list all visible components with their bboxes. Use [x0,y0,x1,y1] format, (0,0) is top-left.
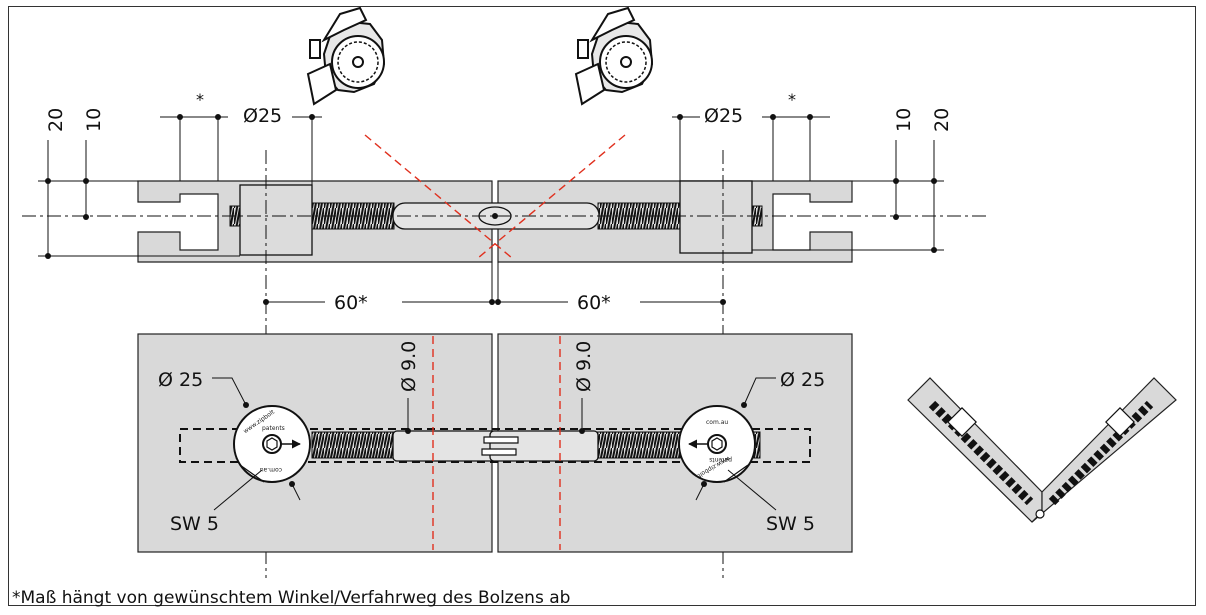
pin-dia-left: Ø 9.0 [398,341,420,392]
dim-20-left: 20 [45,108,67,132]
circular-saw-icon [306,6,386,106]
dim-10-left: 10 [83,108,105,132]
plan-view: www.zipbolt patents com.au com.au patent… [137,333,853,553]
barrel-nut-left [239,184,313,256]
dia-top-right: Ø25 [704,105,743,127]
dist-right: 60* [577,292,611,314]
bore-outline [179,428,811,463]
dia-top-left: Ø25 [243,105,282,127]
cut-line-right [477,134,626,259]
barrel-nut-disc-right: com.au patents www.zipbolt [678,405,756,483]
dist-left: 60* [334,292,368,314]
svg-text:com.au: com.au [260,466,282,473]
barrel-nut-disc-left: www.zipbolt patents com.au [233,405,311,483]
mitre-corner-detail [907,377,1177,523]
svg-text:patents: patents [709,456,732,463]
svg-text:com.au: com.au [706,419,728,426]
pin-right [489,430,599,462]
side-view: 20 10 10 20 * Ø25 Ø25 * [22,90,986,578]
pin-dia-right: Ø 9.0 [573,341,595,392]
pin-left [392,430,502,462]
star-right: * [788,90,796,109]
dim-20-right: 20 [931,108,953,132]
dim-10-right: 10 [893,108,915,132]
cut-line-left [364,134,513,259]
svg-text:patents: patents [262,425,285,432]
star-left: * [196,90,204,109]
sw-right: SW 5 [766,513,815,535]
barrel-nut-right [679,180,753,254]
sw-left: SW 5 [170,513,219,535]
dia-bot-left: Ø 25 [158,369,203,391]
circular-saw-icon [574,6,654,106]
dia-bot-right: Ø 25 [780,369,825,391]
footnote: *Maß hängt von gewünschtem Winkel/Verfah… [12,588,570,608]
